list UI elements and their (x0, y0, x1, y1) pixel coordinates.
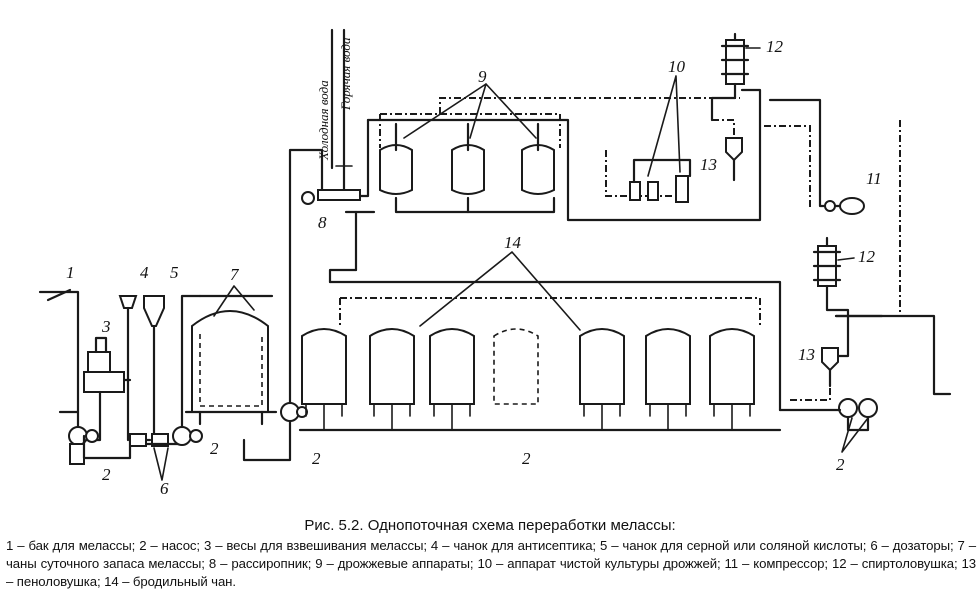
label-9: 9 (478, 67, 487, 86)
label-2-center: 2 (312, 449, 321, 468)
label-2-middle: 2 (210, 439, 219, 458)
label-3: 3 (101, 317, 111, 336)
water-inlets (330, 28, 353, 192)
dosers-6 (129, 433, 184, 447)
alcohol-trap-12-bottom (812, 236, 850, 358)
label-2-right: 2 (836, 455, 845, 474)
storage-vats-7 (184, 294, 292, 462)
fermentation-vats-14 (298, 268, 782, 432)
label-2-left: 2 (102, 465, 111, 484)
label-12-top: 12 (766, 37, 784, 56)
label-8: 8 (318, 213, 327, 232)
cold-water-label: Холодная вода (316, 80, 331, 161)
label-10: 10 (668, 57, 686, 76)
label-6: 6 (160, 479, 169, 498)
label-11: 11 (866, 169, 882, 188)
label-1: 1 (66, 263, 75, 282)
acid-vessel-5 (143, 295, 165, 442)
label-13-bottom: 13 (798, 345, 815, 364)
label-14: 14 (504, 233, 522, 252)
molasses-tank-line (38, 288, 80, 442)
pump-2-center (280, 148, 324, 422)
process-diagram: 1 2 3 4 5 6 2 7 2 8 9 10 11 12 12 13 13 … (38, 28, 952, 498)
figure-legend: 1 – бак для мелассы; 2 – насос; 3 – весы… (6, 538, 976, 589)
outlet-line-right (834, 120, 952, 396)
antiseptic-vessel-4 (118, 295, 138, 442)
label-7: 7 (230, 265, 240, 284)
label-4: 4 (140, 263, 149, 282)
figure-title: Рис. 5.2. Однопоточная схема переработки… (304, 517, 676, 534)
dissolver-8 (301, 118, 370, 205)
scale-3 (78, 336, 132, 442)
foam-trap-13-top (712, 119, 743, 182)
yeast-apparatus-9 (344, 88, 762, 272)
alcohol-trap-12-top (710, 32, 750, 122)
label-13-top: 13 (700, 155, 717, 174)
figure-caption: Рис. 5.2. Однопоточная схема переработки… (0, 516, 980, 591)
pump-2-middle (172, 294, 203, 446)
label-12-bottom: 12 (858, 247, 876, 266)
pure-culture-10 (605, 150, 692, 203)
leader-lines (153, 47, 869, 481)
right-pumps-2 (778, 360, 878, 432)
label-5: 5 (170, 263, 179, 282)
foam-trap-13-bottom (821, 347, 839, 388)
label-2-bottom: 2 (522, 449, 531, 468)
compressor-11 (764, 98, 865, 215)
hot-water-label: Горячая вода (338, 37, 353, 111)
